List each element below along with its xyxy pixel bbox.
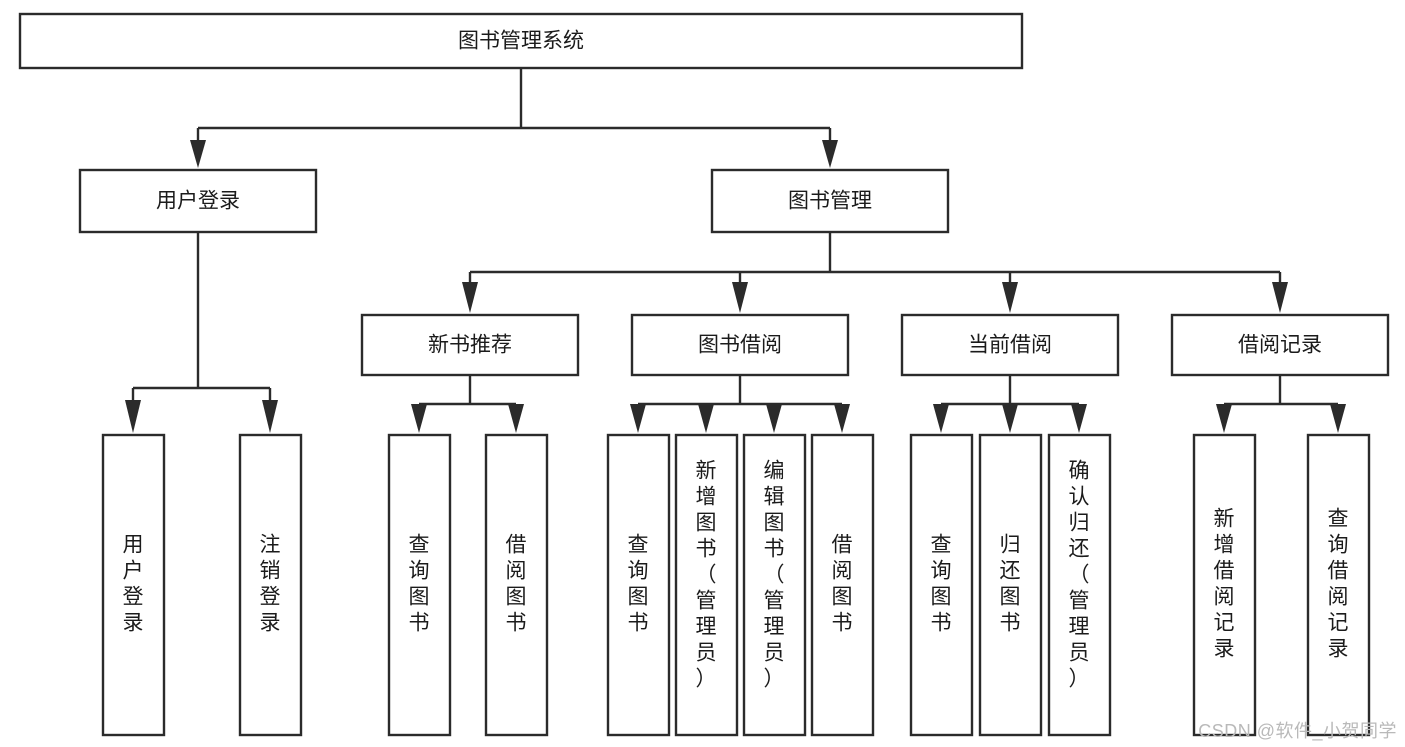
leaf-user-login-label: 用户登录 <box>123 534 144 635</box>
leaf-query-book-3-box[interactable] <box>909 433 974 737</box>
arrow-to-leaf-borrow-book-2 <box>834 404 850 433</box>
leaf-borrow-book-2-label: 借阅图书 <box>832 534 853 635</box>
edge-group-book-management <box>462 232 1288 313</box>
leaf-labels: 用户登录 注销登录 查询图书 借阅图书 查询图书 新增图书（管理员） 编辑图书（… <box>123 460 1349 691</box>
leaf-borrow-book-1-label: 借阅图书 <box>506 534 527 635</box>
leaf-borrow-book-2[interactable] <box>810 433 875 737</box>
node-current-borrow-label: 当前借阅 <box>968 334 1052 357</box>
leaf-confirm-return[interactable] <box>1047 433 1112 737</box>
arrow-to-leaf-query-book-3 <box>933 404 949 433</box>
arrow-to-user-login <box>190 140 206 168</box>
leaf-add-book[interactable] <box>674 433 739 737</box>
edge-group-new-book-recommend <box>411 375 524 433</box>
node-user-login-box[interactable] <box>78 168 318 234</box>
leaf-add-record-label: 新增借阅记录 <box>1214 508 1235 661</box>
node-book-management[interactable]: 图书管理 <box>710 168 950 234</box>
leaf-logout-login-label: 注销登录 <box>260 534 281 635</box>
arrow-to-book-management <box>822 140 838 168</box>
leaf-query-record-label: 查询借阅记录 <box>1328 508 1349 661</box>
leaf-add-book-label: 新增图书（管理员） <box>696 460 717 691</box>
edge-group-user-login <box>125 232 278 433</box>
arrow-to-leaf-edit-book <box>766 404 782 433</box>
leaf-query-record[interactable] <box>1306 433 1371 737</box>
leaf-user-login-box[interactable] <box>101 433 166 737</box>
leaf-query-book-1-box[interactable] <box>387 433 452 737</box>
arrow-to-leaf-query-book-1 <box>411 404 427 433</box>
node-borrow-record-box[interactable] <box>1170 313 1390 377</box>
arrow-to-leaf-query-record <box>1330 404 1346 433</box>
node-book-borrow[interactable]: 图书借阅 <box>630 313 850 377</box>
leaf-query-book-2-box[interactable] <box>606 433 671 737</box>
node-borrow-record[interactable]: 借阅记录 <box>1170 313 1390 377</box>
node-book-management-box[interactable] <box>710 168 950 234</box>
node-book-borrow-box[interactable] <box>630 313 850 377</box>
leaf-query-book-1[interactable] <box>387 433 452 737</box>
edge-group-borrow-record <box>1216 375 1346 433</box>
node-title-box[interactable] <box>18 12 1024 70</box>
node-book-management-label: 图书管理 <box>788 190 872 213</box>
edge-group-root <box>190 68 838 168</box>
leaf-return-book-label: 归还图书 <box>1000 534 1021 635</box>
leaf-return-book-box[interactable] <box>978 433 1043 737</box>
leaf-edit-book[interactable] <box>742 433 807 737</box>
arrow-to-leaf-add-record <box>1216 404 1232 433</box>
arrow-to-leaf-logout-login <box>262 400 278 433</box>
node-title[interactable]: 图书管理系统 <box>18 12 1024 70</box>
node-title-label: 图书管理系统 <box>458 30 584 53</box>
node-new-book-recommend-label: 新书推荐 <box>428 334 512 357</box>
node-new-book-recommend[interactable]: 新书推荐 <box>360 313 580 377</box>
node-current-borrow-box[interactable] <box>900 313 1120 377</box>
edge-group-current-borrow <box>933 375 1087 433</box>
leaf-edit-book-label: 编辑图书（管理员） <box>764 460 785 691</box>
leaf-user-login[interactable] <box>101 433 166 737</box>
arrow-to-leaf-query-book-2 <box>630 404 646 433</box>
leaf-borrow-book-1[interactable] <box>484 433 549 737</box>
leaf-query-book-3-label: 查询图书 <box>931 534 952 635</box>
node-new-book-recommend-box[interactable] <box>360 313 580 377</box>
arrow-to-book-borrow <box>732 282 748 313</box>
leaf-query-record-box[interactable] <box>1306 433 1371 737</box>
node-user-login[interactable]: 用户登录 <box>78 168 318 234</box>
leaf-query-book-3[interactable] <box>909 433 974 737</box>
leaf-borrow-book-2-box[interactable] <box>810 433 875 737</box>
arrow-to-leaf-add-book <box>698 404 714 433</box>
arrow-to-leaf-user-login <box>125 400 141 433</box>
arrow-to-leaf-borrow-book-1 <box>508 404 524 433</box>
node-user-login-label: 用户登录 <box>156 190 240 213</box>
leaf-logout-login-box[interactable] <box>238 433 303 737</box>
leaf-query-book-1-label: 查询图书 <box>409 534 430 635</box>
leaf-add-book-box[interactable] <box>674 433 739 737</box>
leaf-query-book-2[interactable] <box>606 433 671 737</box>
leaf-return-book[interactable] <box>978 433 1043 737</box>
leaf-add-record[interactable] <box>1192 433 1257 737</box>
leaf-add-record-box[interactable] <box>1192 433 1257 737</box>
node-borrow-record-label: 借阅记录 <box>1238 334 1322 357</box>
edge-group-book-borrow <box>630 375 850 433</box>
arrow-to-leaf-return-book <box>1002 404 1018 433</box>
arrow-to-leaf-confirm-return <box>1071 404 1087 433</box>
leaf-logout-login[interactable] <box>238 433 303 737</box>
leaf-borrow-book-1-box[interactable] <box>484 433 549 737</box>
leaf-query-book-2-label: 查询图书 <box>628 534 649 635</box>
leaf-confirm-return-box[interactable] <box>1047 433 1112 737</box>
node-book-borrow-label: 图书借阅 <box>698 334 782 357</box>
leaf-confirm-return-label: 确认归还（管理员） <box>1069 460 1090 691</box>
arrow-to-borrow-record <box>1272 282 1288 313</box>
arrow-to-new-book-recommend <box>462 282 478 313</box>
arrow-to-current-borrow <box>1002 282 1018 313</box>
leaf-edit-book-box[interactable] <box>742 433 807 737</box>
node-current-borrow[interactable]: 当前借阅 <box>900 313 1120 377</box>
